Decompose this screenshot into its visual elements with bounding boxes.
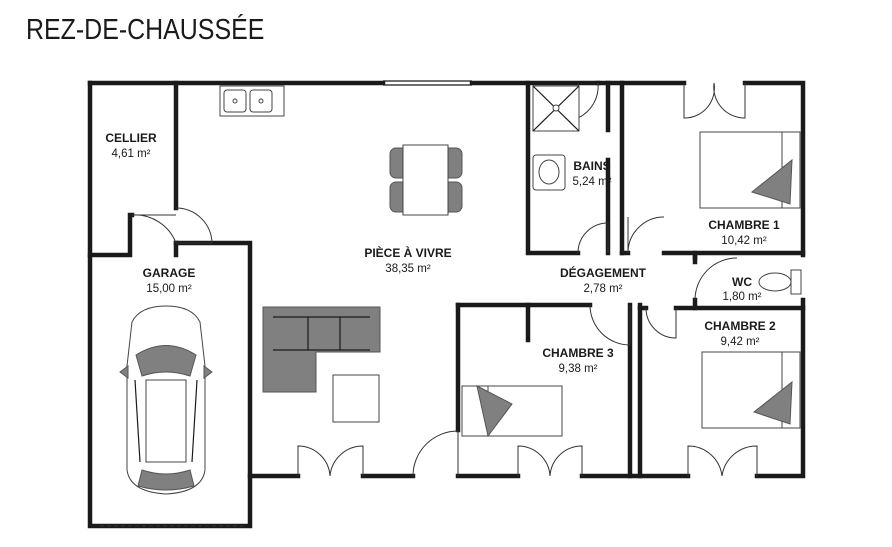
area-wc: 1,80 m²	[723, 291, 762, 303]
area-garage: 15,00 m²	[146, 283, 192, 295]
doors	[100, 82, 758, 527]
car	[119, 305, 213, 495]
window	[383, 80, 472, 86]
dining-table	[389, 144, 463, 216]
area-cellier: 4,61 m²	[112, 148, 151, 160]
area-chambre-3: 9,38 m²	[559, 363, 598, 375]
label-chambre-2: CHAMBRE 2	[704, 319, 776, 333]
area-piece-a-vivre: 38,35 m²	[385, 263, 431, 275]
kitchen-sink	[219, 85, 285, 117]
label-bains: BAINS	[573, 159, 610, 173]
label-wc: WC	[732, 275, 752, 289]
bed-chambre-1	[699, 131, 801, 209]
area-chambre-1: 10,42 m²	[721, 235, 767, 247]
area-chambre-2: 9,42 m²	[721, 336, 760, 348]
area-bains: 5,24 m²	[573, 176, 612, 188]
shower	[532, 85, 580, 132]
plan-title: REZ-DE-CHAUSSÉE	[26, 14, 265, 46]
room-labels: CELLIER 4,61 m² GARAGE 15,00 m² PIÈCE À …	[105, 131, 780, 375]
walls	[87, 80, 806, 529]
label-garage: GARAGE	[143, 266, 196, 280]
label-degagement: DÉGAGEMENT	[560, 265, 647, 280]
washbasin	[532, 154, 566, 191]
label-cellier: CELLIER	[105, 131, 157, 145]
label-chambre-1: CHAMBRE 1	[708, 218, 780, 232]
bed-chambre-2	[701, 351, 801, 429]
toilet	[758, 269, 802, 295]
coffee-table	[332, 374, 380, 423]
area-degagement: 2,78 m²	[584, 283, 623, 295]
label-chambre-3: CHAMBRE 3	[542, 346, 614, 360]
sofa	[262, 306, 381, 393]
bed-chambre-3	[461, 385, 563, 438]
label-piece-a-vivre: PIÈCE À VIVRE	[364, 245, 451, 260]
